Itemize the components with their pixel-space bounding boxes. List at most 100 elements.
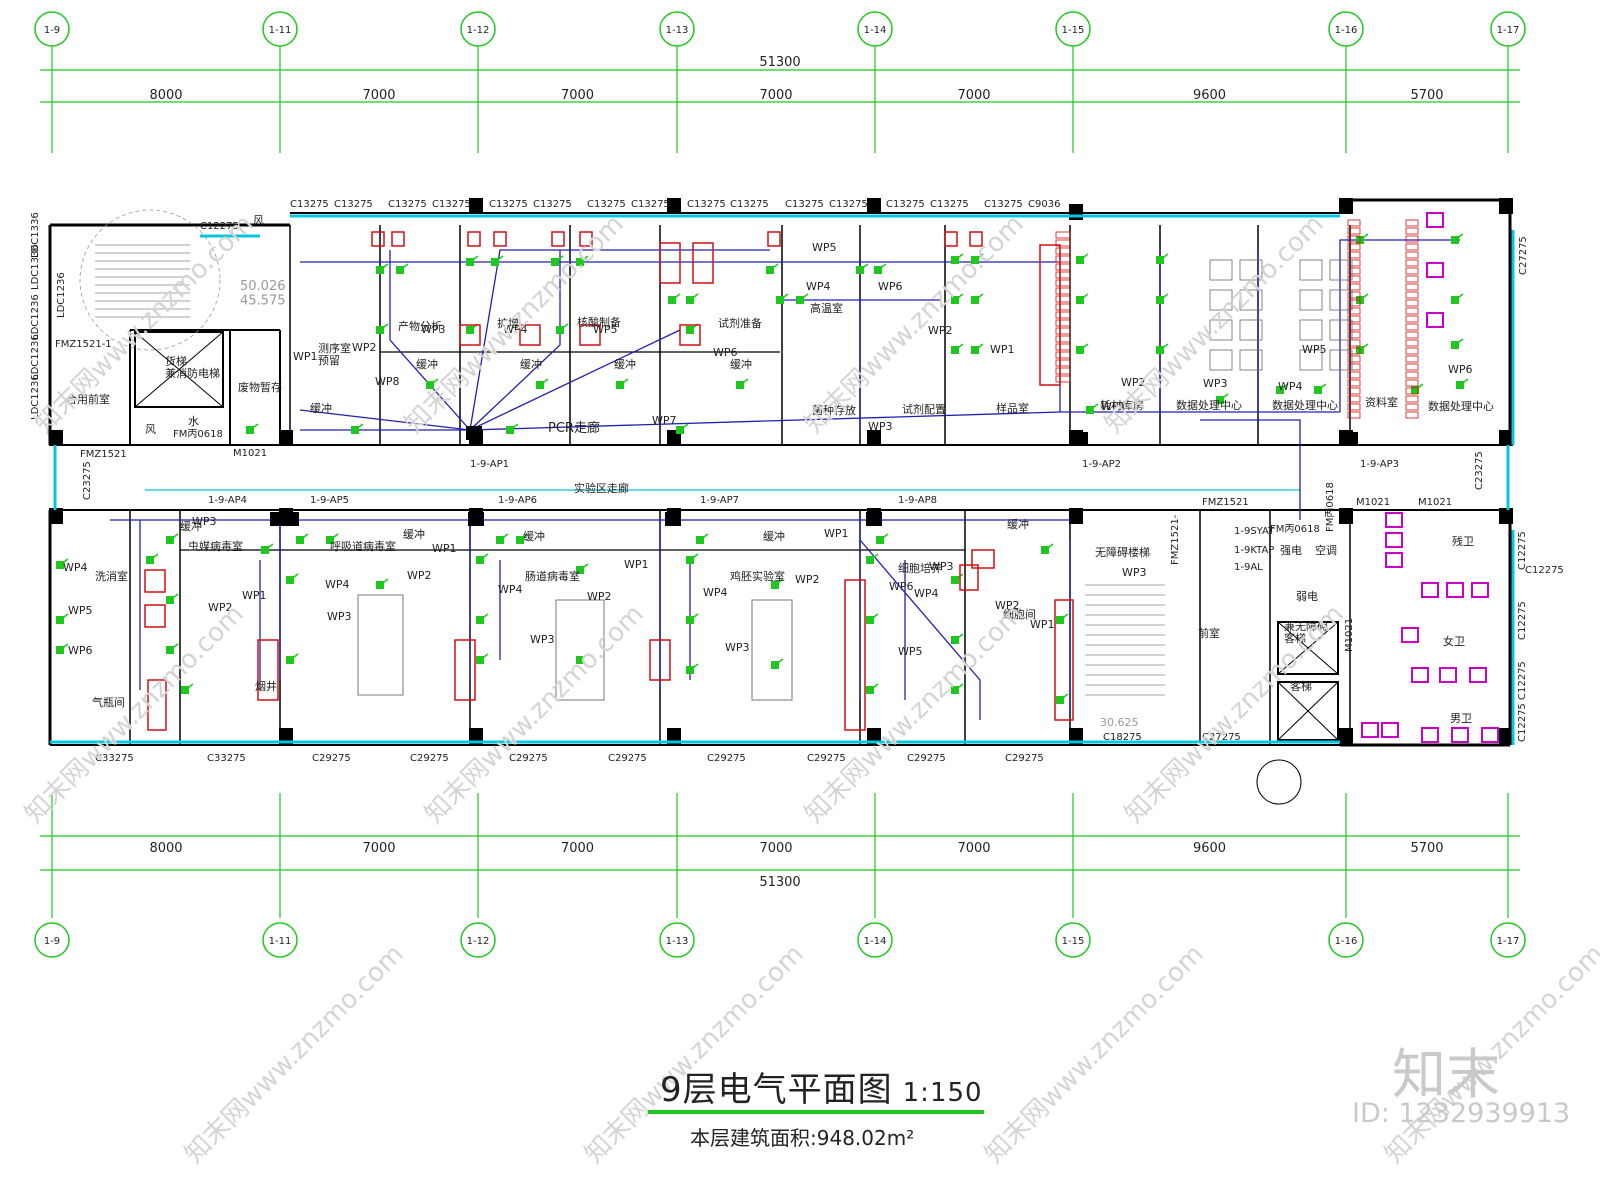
equipment-cabinet (1039, 244, 1061, 386)
circuit-label: WP4 (503, 323, 528, 336)
window-label: C9036 (1028, 199, 1060, 210)
distribution-panel (866, 512, 882, 526)
fixture-tick (169, 533, 179, 541)
door-label: FMZ1521- (1170, 514, 1181, 565)
circuit-label: WP6 (1448, 363, 1473, 376)
circuit-label: WP4 (806, 280, 831, 293)
fixture-tick (689, 663, 699, 671)
watermark-text: 知末网www.znzmo.com (19, 599, 250, 830)
sanitary-fixture (1426, 262, 1444, 278)
fixture-tick (799, 293, 809, 301)
title-underline (648, 1110, 984, 1114)
panel-label: 1-9-AP3 (1360, 459, 1399, 470)
door-label: M1021 (1356, 497, 1390, 508)
rack-unit (1405, 371, 1419, 379)
rack-unit (1055, 247, 1071, 255)
room-label-male: 男卫 (1450, 712, 1472, 725)
window-label: C27275 (1202, 732, 1241, 743)
equipment-cabinet (257, 639, 279, 701)
window-label: C13275 (533, 199, 572, 210)
panel-label: 1-9SYAT (1234, 526, 1275, 537)
sanitary-fixture (1451, 727, 1469, 743)
rack-unit (1055, 375, 1071, 383)
dimension-span: 5700 (1410, 841, 1443, 856)
rack-unit (1347, 291, 1361, 299)
desk (1329, 289, 1353, 311)
fixture-tick (1454, 338, 1464, 346)
window-label: LDC1236 (30, 294, 41, 340)
circuit-label: WP2 (795, 573, 820, 586)
equipment-cabinet (579, 324, 601, 346)
fixture-tick (859, 263, 869, 271)
watermark-id: ID: 1232939913 (1352, 1098, 1571, 1129)
axis-label: 1-16 (1335, 25, 1358, 36)
desk (1329, 349, 1353, 371)
fixture-tick (554, 255, 564, 263)
room-label-buffer: 缓冲 (763, 529, 785, 543)
stair-arc (79, 209, 221, 351)
circuit-label: WP5 (898, 645, 923, 658)
circuit-label: WP3 (327, 610, 352, 623)
fixture-tick (974, 253, 984, 261)
room-label-corridor: 实验区走廊 (574, 481, 629, 495)
window-label: C13275 (829, 199, 868, 210)
axis-bubble (659, 11, 695, 47)
circuit-label: WP1 (824, 527, 849, 540)
room-label-extract: 核酸制备 (577, 315, 621, 329)
fixture-tick (59, 643, 69, 651)
axis-bubble (857, 922, 893, 958)
room-label-reagent: 试剂准备 (718, 316, 762, 330)
door-label: M1021 (233, 448, 267, 459)
window-label: C12275 (200, 221, 239, 232)
column (1499, 430, 1513, 446)
desk (1209, 319, 1233, 341)
dimension-span: 7000 (759, 841, 792, 856)
rack-unit (1347, 251, 1361, 259)
room-label-female: 女卫 (1443, 634, 1465, 648)
window-label: C29275 (707, 753, 746, 764)
window-label: C13275 (687, 199, 726, 210)
elevator-cross (1277, 621, 1339, 675)
window-label: LDC1336 (30, 244, 41, 290)
circuit-label: WP3 (1122, 566, 1147, 579)
equipment-cabinet (679, 324, 701, 346)
room-label-strain: 菌种存放 (812, 403, 856, 417)
rack-unit (1347, 403, 1361, 411)
fixture-tick (1454, 233, 1464, 241)
sanitary-fixture (1421, 582, 1439, 598)
room-label-front2: 前室 (1198, 626, 1220, 640)
room-label-sample: 样品室 (996, 401, 1029, 415)
column (1069, 508, 1083, 524)
dimension-span: 7000 (561, 88, 594, 103)
room-label-high_temp: 高温室 (810, 301, 843, 315)
circuit-label: WP1 (990, 343, 1015, 356)
window-label: C13275 (334, 199, 373, 210)
room-label-measure: 测序室预留 (318, 341, 351, 367)
area-value: 948.02m² (816, 1126, 915, 1150)
room-label-wash: 洗消室 (95, 569, 128, 583)
sanitary-fixture (1469, 667, 1487, 683)
room-label-reagent_cfg: 试剂配置 (902, 402, 946, 416)
equipment-cabinet (371, 231, 385, 247)
sanitary-fixture (1381, 722, 1399, 738)
fixture-tick (1454, 293, 1464, 301)
room-label-elev2: 兼无障碍客梯 (1284, 619, 1328, 645)
circuit-label: WP4 (63, 561, 88, 574)
rack-unit (1405, 259, 1419, 267)
fixture-tick (1059, 613, 1069, 621)
fixture-tick (329, 533, 339, 541)
circuit-label: WP1 (432, 542, 457, 555)
rack-unit (1347, 315, 1361, 323)
room-label-waste: 废物暂存 (238, 380, 282, 394)
window-label: LDC1336 (30, 212, 41, 258)
equipment-cabinet (391, 231, 405, 247)
floor-area: 本层建筑面积:948.02m² (690, 1122, 914, 1151)
fixture-tick (774, 658, 784, 666)
fixture-tick (739, 378, 749, 386)
circuit-label: WP4 (1278, 380, 1303, 393)
rack-unit (1405, 291, 1419, 299)
watermark-text: 知末网www.znzmo.com (29, 209, 260, 440)
room-label-ac: 空调 (1315, 543, 1337, 557)
window-label: C29275 (1005, 753, 1044, 764)
room-label-archive: 资料室 (1365, 395, 1398, 409)
